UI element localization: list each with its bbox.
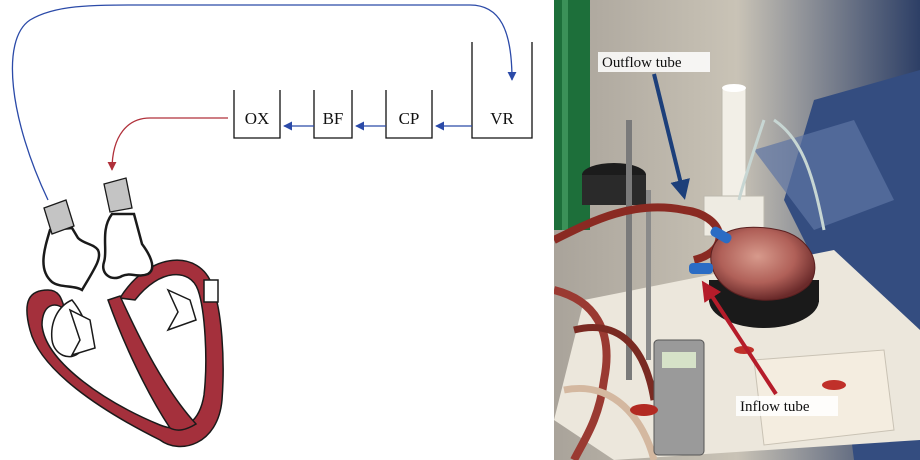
outflow-connector [710,226,732,244]
venous-return-line [11,4,517,201]
right-great-vessel [101,212,154,280]
pressure-device [653,339,705,456]
ox-label: OX [245,109,270,128]
centrifugal-pump-box: CP [385,90,433,139]
stand-rod [626,120,632,380]
outflow-tube-label: Outflow tube [602,55,682,71]
heart-specimen [710,226,816,301]
cp-label: CP [399,109,420,128]
oxygenator-box: OX [233,90,281,139]
inflow-tube-label: Inflow tube [740,399,810,415]
setup-photo: Outflow tube Inflow tube [554,0,920,460]
left-valve [68,308,96,357]
inflow-connector [689,263,713,274]
side-port [203,279,219,303]
left-great-vessel [42,226,101,292]
venous-cannula [43,199,75,235]
right-valve [166,288,197,332]
venous-reservoir: VR [471,42,533,139]
heart-schematic [26,177,224,448]
inflow-arrow [701,280,778,396]
heart-myocardium [26,259,224,448]
blood-filter-box: BF [313,90,353,139]
arterial-line [107,117,228,171]
outflow-arrow [652,73,690,200]
vr-label: VR [490,109,514,128]
heart-septum [107,295,198,431]
arterial-cannula [103,177,133,213]
bf-label: BF [323,109,344,128]
circuit-diagram: VR CP BF OX [11,4,533,448]
